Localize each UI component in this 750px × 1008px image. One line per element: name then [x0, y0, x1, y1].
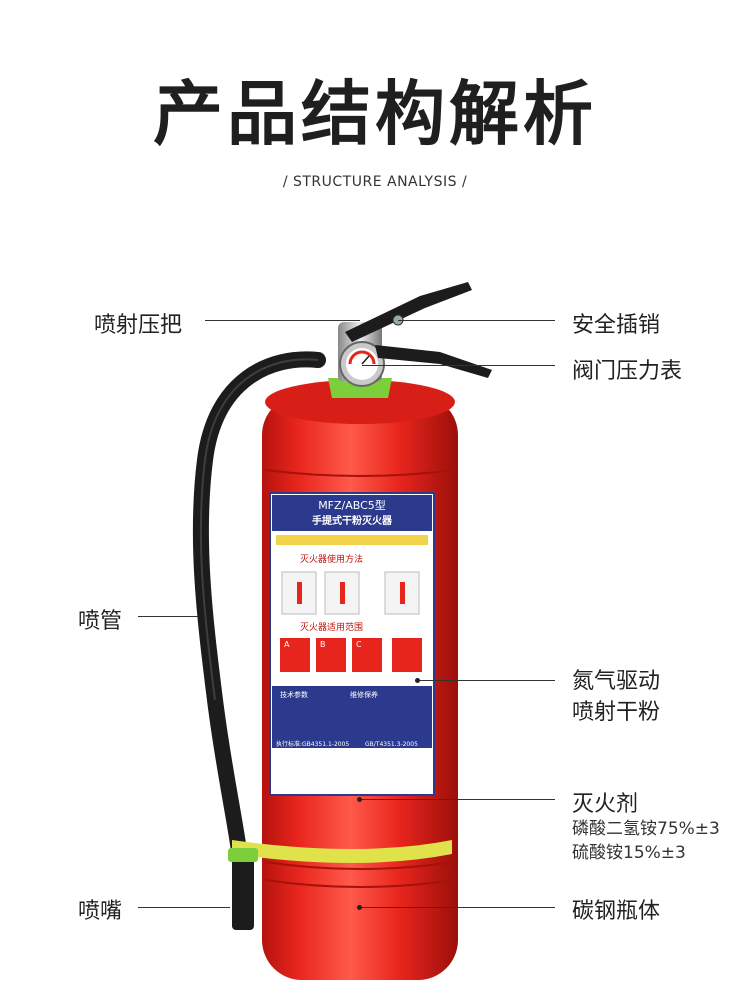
label-standard-2: GB/T4351.3-2005 [365, 741, 418, 748]
label-tech-params: 技术参数 [280, 690, 308, 699]
nozzle [232, 858, 254, 930]
bottom-lever [375, 345, 492, 378]
callout-agent-spec2: 硫酸铵15%±3 [572, 841, 686, 865]
label-standard-1: 执行标准:GB4351.1-2005 [276, 740, 349, 748]
dot-agent [357, 797, 362, 802]
leader-safety-pin [398, 320, 555, 321]
label-name: 手提式干粉灭火器 [312, 514, 393, 527]
top-lever [345, 282, 472, 342]
dot-body [357, 905, 362, 910]
callout-agent: 灭火剂 [572, 786, 638, 818]
callout-handle: 喷射压把 [94, 307, 182, 339]
callout-body: 碳钢瓶体 [572, 893, 660, 925]
leader-body [360, 907, 555, 908]
callout-gauge: 阀门压力表 [572, 353, 682, 385]
callout-drive-line2: 喷射干粉 [572, 694, 660, 726]
dot-drive [415, 678, 420, 683]
label-maintenance: 维修保养 [350, 690, 378, 699]
leader-drive [418, 680, 555, 681]
leader-handle [205, 320, 360, 321]
callout-drive-line1: 氮气驱动 [572, 663, 660, 695]
label-model: MFZ/ABC5型 [318, 498, 386, 512]
callout-nozzle: 喷嘴 [78, 893, 122, 925]
leader-nozzle [138, 907, 230, 908]
label-usage-title: 灭火器使用方法 [300, 553, 363, 565]
callout-hose: 喷管 [78, 603, 122, 635]
callout-agent-spec1: 磷酸二氢铵75%±3 [572, 817, 720, 841]
label-scope-title: 灭火器适用范围 [300, 621, 363, 633]
leader-hose [138, 616, 198, 617]
leader-agent [360, 799, 555, 800]
callout-safety-pin: 安全插销 [572, 307, 660, 339]
class-a: A [284, 640, 290, 649]
class-c: C [356, 640, 362, 649]
class-b: B [320, 640, 326, 649]
product-label: MFZ/ABC5型 手提式干粉灭火器 灭火器使用方法 灭火器适用范围 A B C… [270, 493, 434, 795]
leader-gauge [362, 365, 555, 366]
